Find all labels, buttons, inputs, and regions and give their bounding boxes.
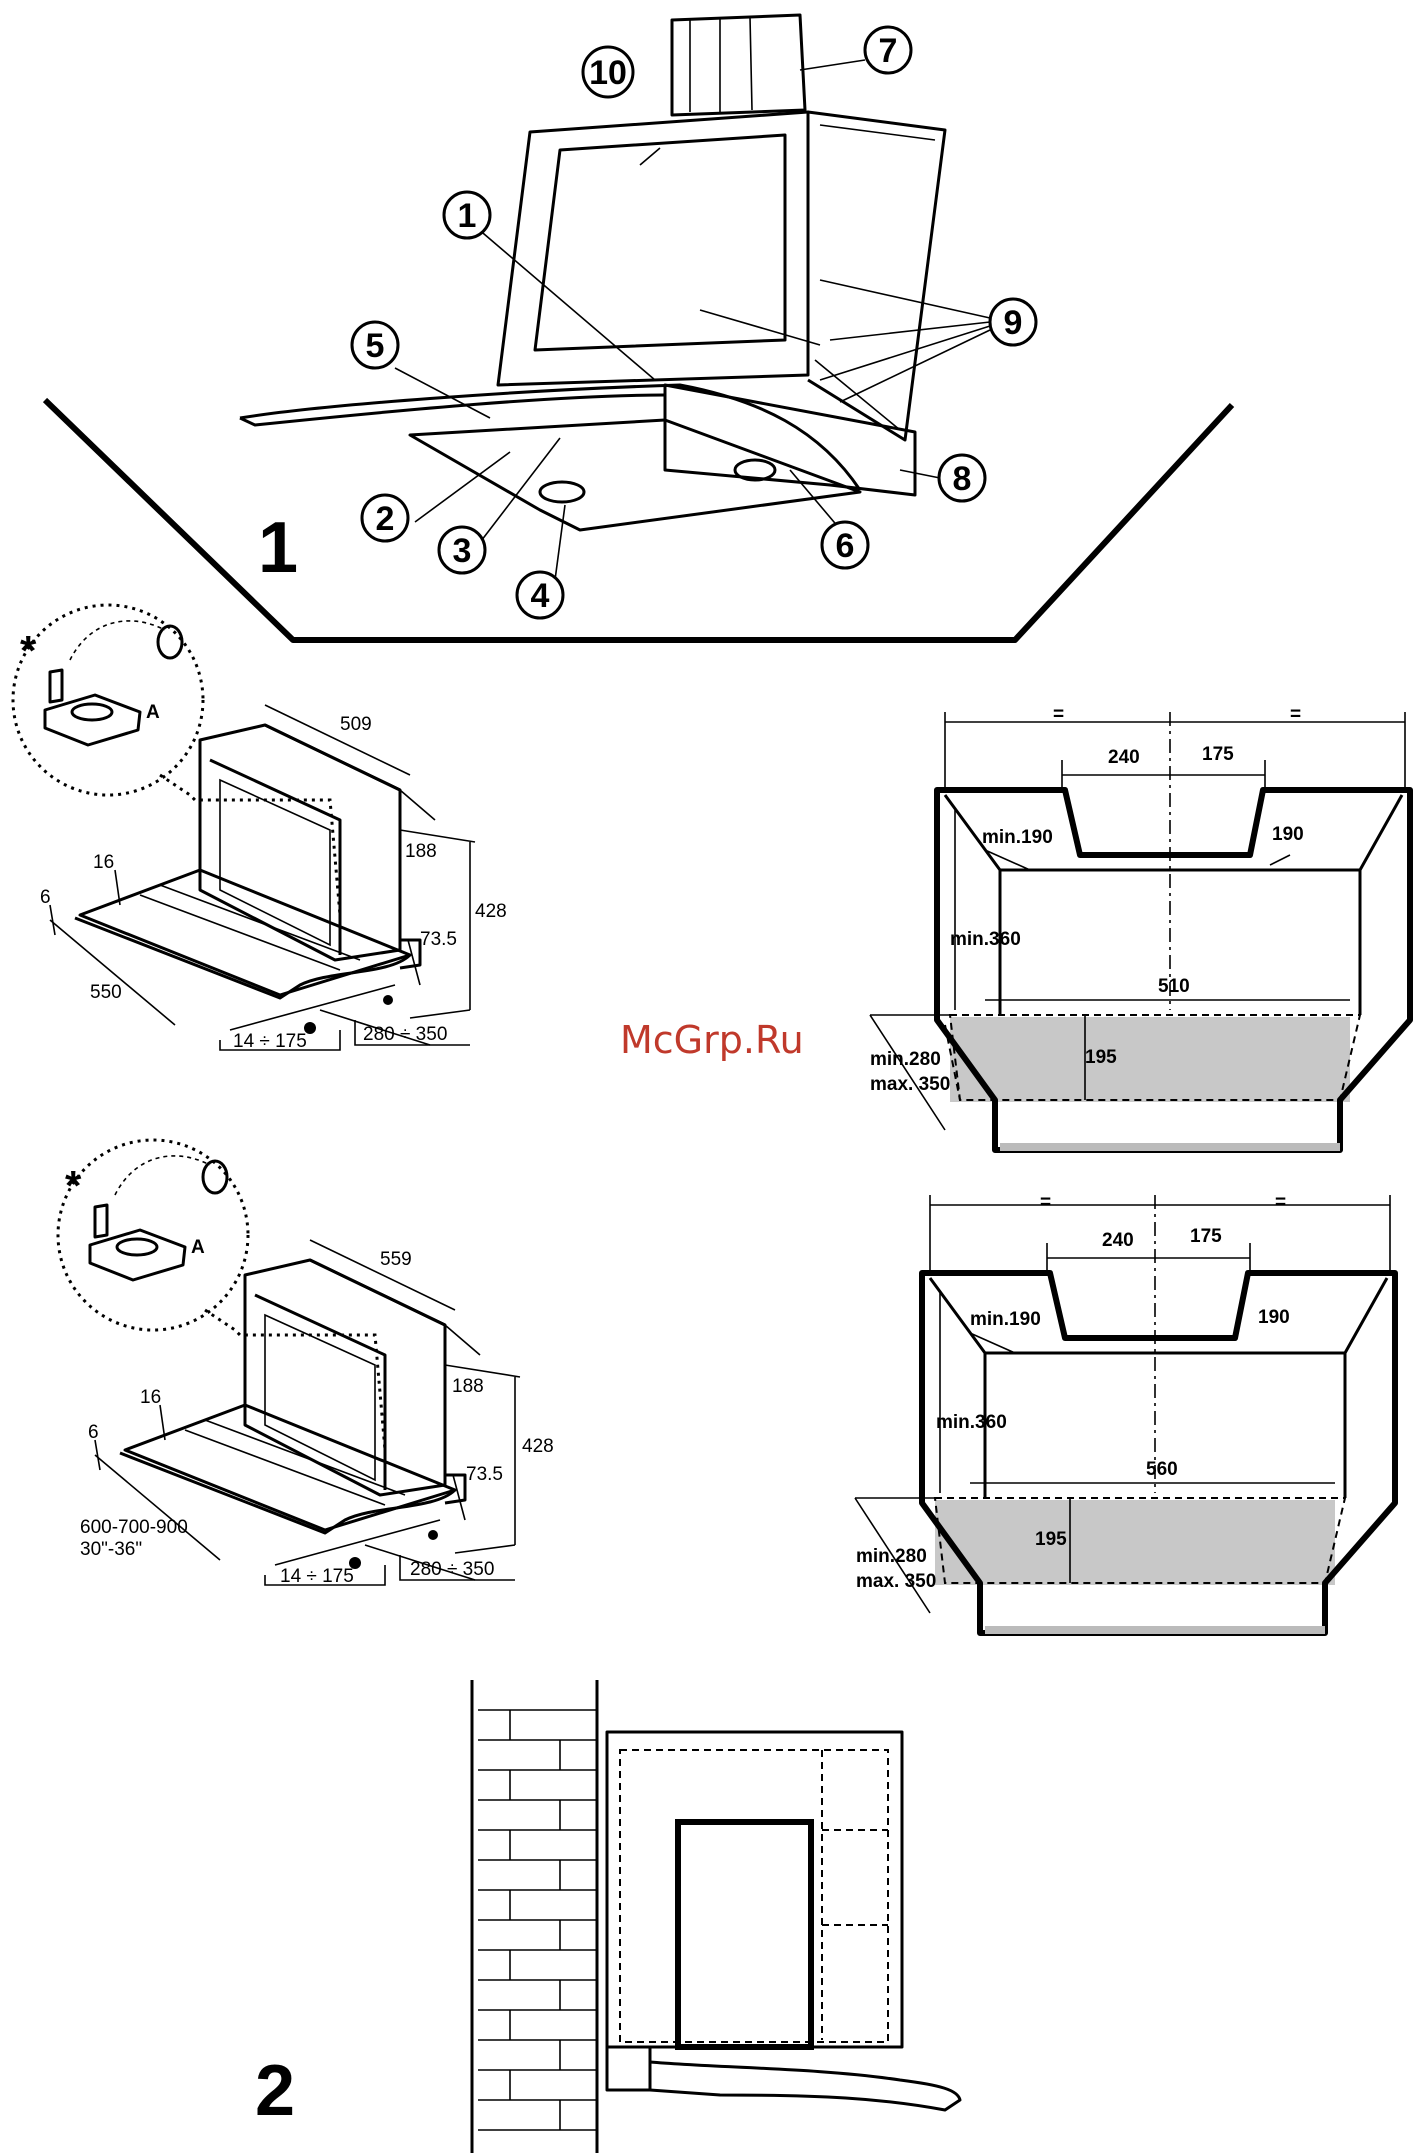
svg-text:5: 5	[366, 327, 385, 365]
callout-6: 6	[822, 522, 868, 568]
chimney	[672, 15, 805, 115]
plan-top-min360: min.360	[950, 929, 1021, 950]
iso-bottom-lip: 16	[140, 1387, 161, 1408]
iso-top-front: 550	[90, 982, 122, 1003]
watermark: McGrp.Ru	[620, 1018, 804, 1062]
hood-body	[245, 1260, 445, 1495]
detail-star: *	[20, 627, 37, 674]
plan-bottom-width: 560	[1146, 1459, 1178, 1480]
callout-9: 9	[990, 299, 1036, 345]
callout-8: 8	[939, 455, 985, 501]
base-box	[665, 385, 915, 495]
detail-letter: A	[191, 1237, 205, 1258]
plan-bottom-eq-left: =	[1040, 1192, 1051, 1213]
detail-letter: A	[146, 702, 160, 723]
plan-bottom-175: 175	[1190, 1226, 1222, 1247]
filter-zone	[950, 1017, 1350, 1102]
svg-text:2: 2	[376, 500, 395, 538]
svg-text:8: 8	[953, 460, 972, 498]
plan-bottom-eq-right: =	[1275, 1192, 1286, 1213]
iso-top-range2: 280 ÷ 350	[363, 1024, 447, 1045]
filter-zone	[935, 1500, 1335, 1585]
iso-bottom-base-h: 73.5	[466, 1464, 503, 1485]
iso-bottom-width: 559	[380, 1249, 412, 1270]
figure-1	[45, 15, 1232, 640]
hood-body	[200, 725, 400, 960]
iso-top-width: 509	[340, 714, 372, 735]
brick-wall	[478, 1710, 597, 2130]
iso-top-lip: 16	[93, 852, 114, 873]
svg-text:1: 1	[458, 197, 477, 235]
screw-icon	[158, 626, 182, 658]
glass-panel	[75, 918, 410, 998]
svg-text:4: 4	[531, 577, 550, 615]
plan-bottom-195: 195	[1035, 1529, 1067, 1550]
motor-body	[808, 112, 945, 440]
svg-text:7: 7	[879, 32, 898, 70]
iso-top-base-h: 73.5	[420, 929, 457, 950]
callout-5: 5	[352, 322, 398, 368]
svg-text:10: 10	[589, 54, 627, 92]
plan-bottom-min280: min.280	[856, 1546, 927, 1567]
iso-top-height: 428	[475, 901, 507, 922]
iso-bottom-range1: 14 ÷ 175	[280, 1566, 354, 1587]
svg-text:6: 6	[836, 527, 855, 565]
svg-text:9: 9	[1004, 304, 1023, 342]
figure-1-label: 1	[258, 508, 298, 588]
callout-10: 10	[583, 47, 633, 97]
plan-top-240: 240	[1108, 747, 1140, 768]
plan-top-195: 195	[1085, 1047, 1117, 1068]
iso-bottom-range2: 280 ÷ 350	[410, 1559, 494, 1580]
svg-text:3: 3	[453, 532, 472, 570]
detail-star: *	[65, 1162, 82, 1209]
iso-bottom-front-2: 30"-36"	[80, 1539, 142, 1560]
callout-7: 7	[865, 27, 911, 73]
plan-top-190: 190	[1272, 824, 1304, 845]
plan-bottom-max350: max. 350	[856, 1571, 936, 1592]
callout-4: 4	[517, 572, 563, 618]
callout-2: 2	[362, 495, 408, 541]
iso-top-depth: 188	[405, 841, 437, 862]
iso-drawing-top: * A	[13, 605, 475, 1050]
plan-bottom-min360: min.360	[936, 1412, 1007, 1433]
cabinet-outline	[45, 400, 1232, 640]
iso-bottom-front-1: 600-700-900	[80, 1517, 188, 1538]
iso-bottom-depth: 188	[452, 1376, 484, 1397]
plan-top-max350: max. 350	[870, 1074, 950, 1095]
plan-top-175: 175	[1202, 744, 1234, 765]
figure-2	[472, 1680, 960, 2153]
plan-top-min280: min.280	[870, 1049, 941, 1070]
iso-top-edge: 6	[40, 887, 51, 908]
screw-icon	[203, 1161, 227, 1193]
wall-cabinet	[607, 1732, 902, 2047]
figure-2-label: 2	[255, 2051, 295, 2131]
iso-top-range1: 14 ÷ 175	[233, 1031, 307, 1052]
plan-bottom-190: 190	[1258, 1307, 1290, 1328]
plan-top-width: 510	[1158, 976, 1190, 997]
plan-top-eq-left: =	[1053, 704, 1064, 725]
callout-3: 3	[439, 527, 485, 573]
plan-top-eq-right: =	[1290, 704, 1301, 725]
iso-bottom-height: 428	[522, 1436, 554, 1457]
callout-1: 1	[444, 192, 490, 238]
plan-top-min190: min.190	[982, 827, 1053, 848]
hood-box	[678, 1822, 811, 2047]
plan-bottom-min190: min.190	[970, 1309, 1041, 1330]
iso-bottom-edge: 6	[88, 1422, 99, 1443]
plan-bottom-240: 240	[1102, 1230, 1134, 1251]
